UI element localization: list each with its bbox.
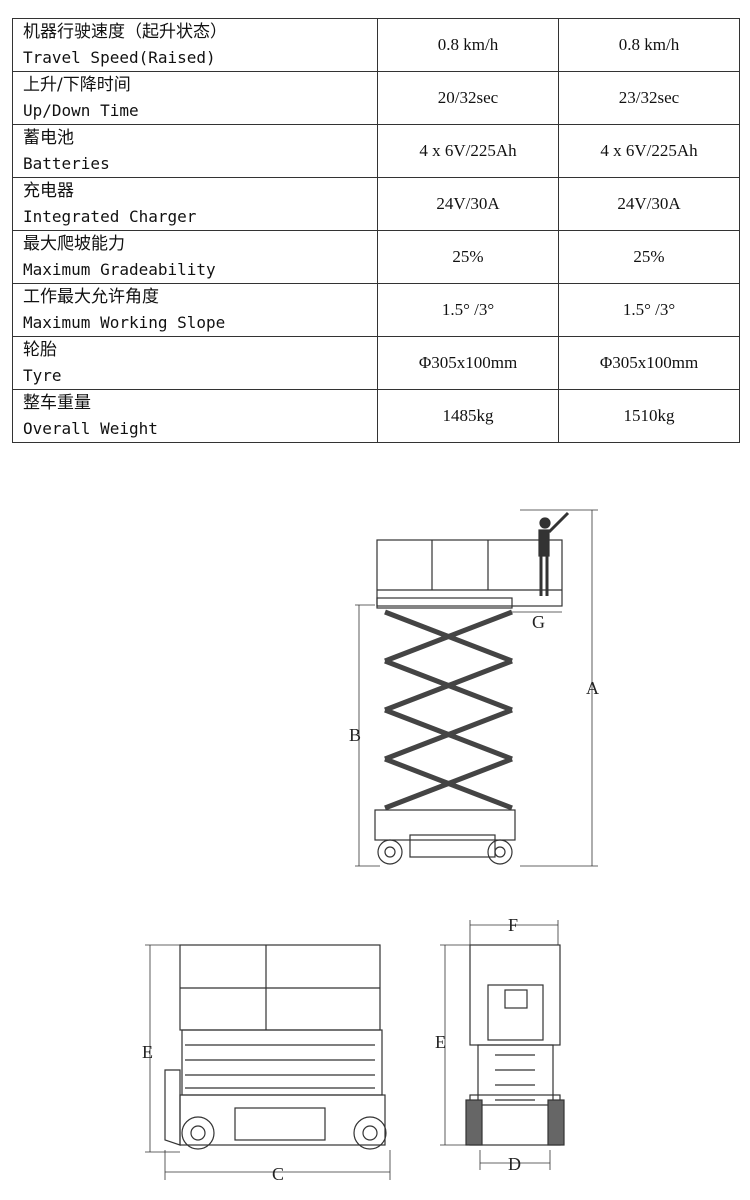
spec-value-1: 1.5° /3° (377, 283, 559, 337)
spec-value-1: 20/32sec (377, 71, 559, 125)
stowed-side-view (145, 944, 391, 1180)
scissor-arm (384, 756, 513, 811)
spec-label-zh: 整车重量 (23, 393, 91, 413)
spec-value-1: Φ305x100mm (377, 336, 559, 390)
scissor-stack (384, 609, 513, 811)
spec-value-2: 23/32sec (558, 71, 740, 125)
spec-label-zh: 工作最大允许角度 (23, 287, 159, 307)
dimension-label-e-front: E (435, 1032, 446, 1052)
dimension-label-b: B (349, 725, 361, 745)
dimension-label-a: A (586, 678, 599, 698)
spec-label-en: Batteries (23, 154, 110, 173)
table-row: 机器行驶速度（起升状态） Travel Speed(Raised) 0.8 km/h… (12, 18, 740, 72)
spec-value-2: 25% (558, 230, 740, 284)
spec-value-1: 24V/30A (377, 177, 559, 231)
spec-value-1: 25% (377, 230, 559, 284)
spec-label-en: Up/Down Time (23, 101, 139, 120)
dimension-label-e: E (142, 1042, 153, 1062)
spec-value-2: 0.8 km/h (558, 18, 740, 72)
spec-value-1: 1485kg (377, 389, 559, 443)
dimension-label-g: G (532, 612, 545, 632)
spec-value-1: 0.8 km/h (377, 18, 559, 72)
scissor-arm (384, 707, 513, 762)
spec-value-2: 1.5° /3° (558, 283, 740, 337)
spec-label-zh: 机器行驶速度（起升状态） (23, 22, 227, 42)
spec-label-zh: 上升/下降时间 (23, 75, 131, 95)
person-icon (538, 511, 570, 596)
spec-label-zh: 充电器 (23, 181, 74, 201)
scissor-arm (384, 658, 513, 713)
spec-label-en: Maximum Working Slope (23, 313, 226, 332)
dimension-label-d: D (508, 1154, 521, 1174)
dimension-label-f: F (508, 915, 518, 935)
spec-label-en: Travel Speed(Raised) (23, 48, 216, 67)
spec-value-2: 1510kg (558, 389, 740, 443)
front-view (440, 920, 565, 1170)
spec-value-2: 4 x 6V/225Ah (558, 124, 740, 178)
table-row: 最大爬坡能力 Maximum Gradeability 25%25% (12, 230, 740, 284)
spec-label-zh: 最大爬坡能力 (23, 234, 125, 254)
table-row: 工作最大允许角度 Maximum Working Slope 1.5° /3°1.5… (12, 283, 740, 337)
spec-value-1: 4 x 6V/225Ah (377, 124, 559, 178)
dimension-label-c: C (272, 1164, 284, 1184)
spec-label-zh: 轮胎 (23, 340, 57, 360)
spec-label-zh: 蓄电池 (23, 128, 74, 148)
spec-label-en: Integrated Charger (23, 207, 197, 226)
spec-label-en: Tyre (23, 366, 62, 385)
scissor-arm (384, 609, 513, 664)
raised-side-view (355, 509, 598, 867)
spec-label-en: Maximum Gradeability (23, 260, 216, 279)
spec-label-en: Overall Weight (23, 419, 158, 438)
spec-table: 机器行驶速度（起升状态） Travel Speed(Raised) 0.8 km/h… (12, 18, 740, 443)
spec-value-2: 24V/30A (558, 177, 740, 231)
